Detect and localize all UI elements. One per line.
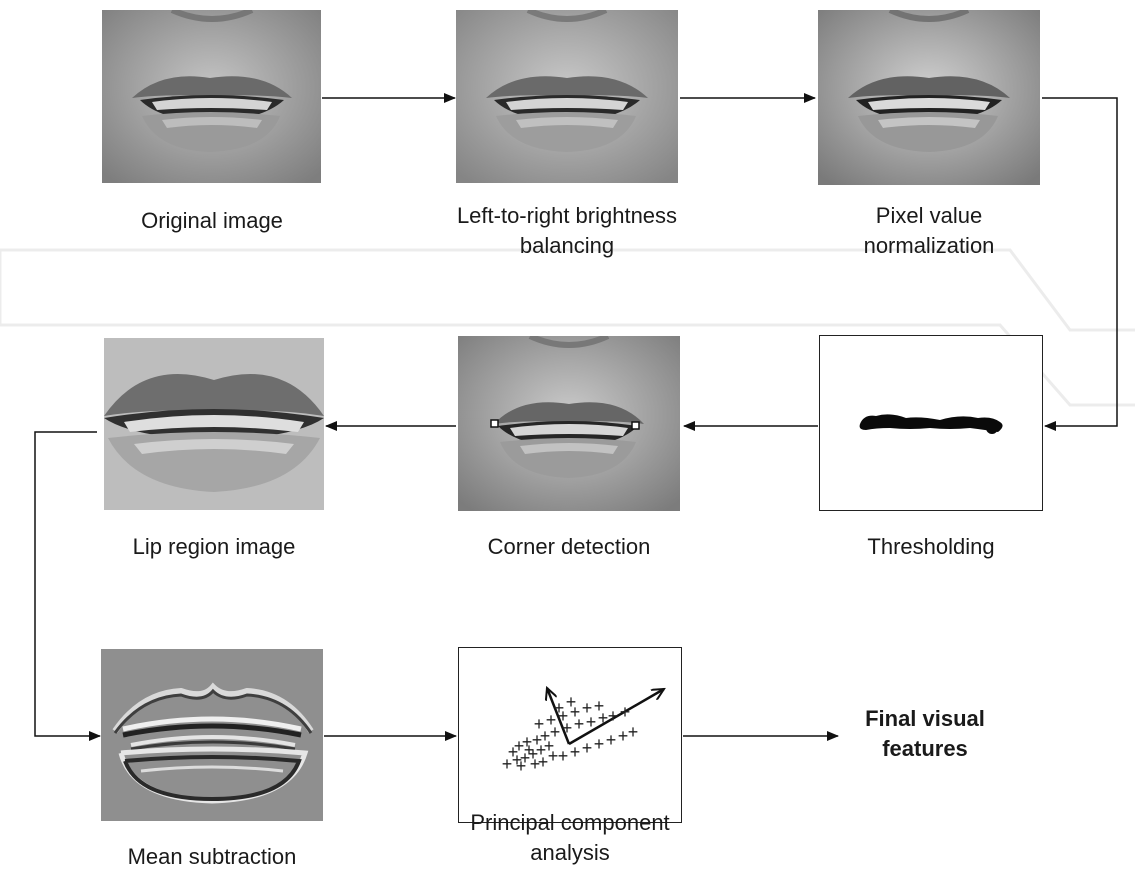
- caption-original: Original image: [92, 206, 332, 236]
- arrow-normalization-to-thresholding: [1042, 98, 1117, 426]
- normalized-image: [818, 10, 1040, 185]
- pca-point: +: [582, 738, 593, 758]
- caption-balancing: Left-to-right brightness balancing: [420, 201, 714, 261]
- pca-point: +: [618, 726, 629, 746]
- pca-point: +: [516, 756, 527, 776]
- pca-point-cloud: ++++++++++++++++++++++++++++++++++++++: [502, 692, 639, 776]
- caption-pca: Principal component analysis: [422, 808, 718, 868]
- pca-point: +: [594, 696, 605, 716]
- left-corner-marker: [491, 420, 498, 427]
- pca-point: +: [606, 730, 617, 750]
- pca-plot: ++++++++++++++++++++++++++++++++++++++: [459, 648, 680, 821]
- arrow-lip-region-to-mean-subtraction: [35, 432, 100, 736]
- caption-final-features: Final visual features: [835, 704, 1015, 764]
- pca-point: +: [582, 698, 593, 718]
- original-image: [102, 10, 321, 183]
- pca-point: +: [628, 722, 639, 742]
- pca-point: +: [570, 742, 581, 762]
- pca-point: +: [554, 698, 565, 718]
- caption-lip-region: Lip region image: [94, 532, 334, 562]
- right-corner-marker: [632, 422, 639, 429]
- thresholding-box: [819, 335, 1043, 511]
- caption-mean-subtraction: Mean subtraction: [92, 842, 332, 872]
- pca-point: +: [608, 706, 619, 726]
- pca-point: +: [534, 714, 545, 734]
- pca-point: +: [530, 754, 541, 774]
- caption-normalization: Pixel value normalization: [800, 201, 1058, 261]
- mean-subtraction-image: [101, 649, 323, 821]
- pca-point: +: [620, 702, 631, 722]
- pca-box: ++++++++++++++++++++++++++++++++++++++: [458, 647, 682, 823]
- lip-region-image: [104, 338, 324, 510]
- pca-point: +: [558, 746, 569, 766]
- balanced-image: [456, 10, 678, 183]
- pca-point: +: [548, 746, 559, 766]
- threshold-blob: [860, 414, 1003, 432]
- caption-corner: Corner detection: [448, 532, 690, 562]
- corner-detection-image: [458, 336, 680, 511]
- caption-thresholding: Thresholding: [810, 532, 1052, 562]
- pca-point: +: [594, 734, 605, 754]
- pca-point: +: [566, 692, 577, 712]
